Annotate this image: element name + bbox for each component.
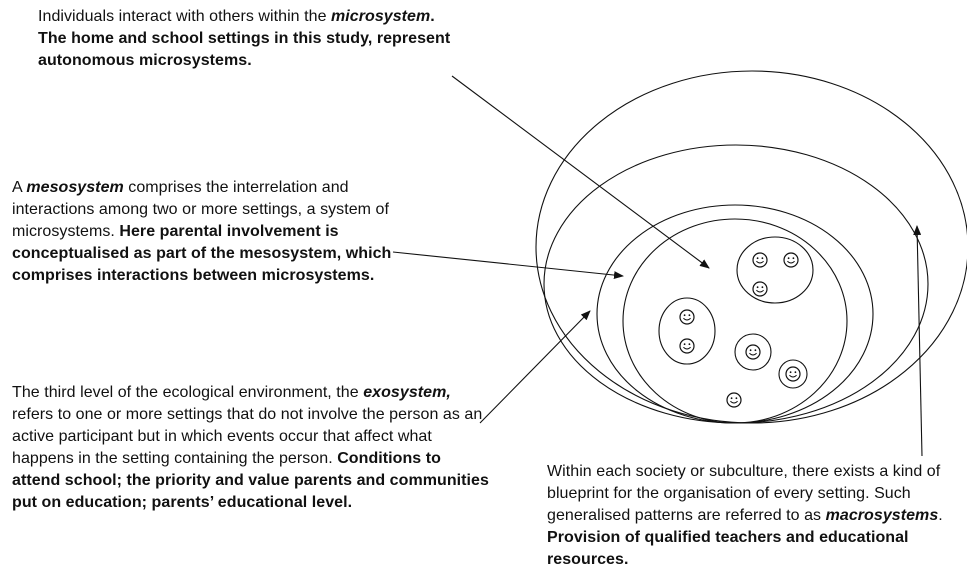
microsystem-bold-text: . The home and school settings in this s… xyxy=(38,8,451,69)
mesosystem-outer-circle xyxy=(596,204,874,424)
macrosystem-arrow xyxy=(913,225,923,457)
smiley-face-icon xyxy=(785,366,801,382)
macrosystem-text: . xyxy=(938,507,943,524)
smiley-face-icon xyxy=(679,309,695,325)
microsystem-cluster-bottom-right xyxy=(778,359,808,389)
mesosystem-bold-text: Here parental involvement is conceptuali… xyxy=(12,223,392,284)
microsystem-cluster-left xyxy=(658,297,716,365)
smiley-face-icon xyxy=(679,338,695,354)
smiley-face-icon xyxy=(752,281,768,297)
microsystem-description: Individuals interact with others within … xyxy=(38,6,458,72)
macrosystem-term: macrosystems xyxy=(825,507,939,524)
mesosystem-text: comprises the interrelation and interact… xyxy=(12,179,389,240)
exosystem-term: exosystem, xyxy=(363,384,451,401)
exosystem-bold-text: Conditions to attend school; the priorit… xyxy=(12,450,489,511)
microsystem-text: Individuals interact with others within … xyxy=(38,8,332,25)
smiley-face-icon xyxy=(783,252,799,268)
mesosystem-text-prefix: A xyxy=(12,179,27,196)
smiley-face-icon xyxy=(752,252,768,268)
macrosystem-bold-text: Provision of qualified teachers and educ… xyxy=(547,529,909,568)
exosystem-text-prefix: The third level of the ecological enviro… xyxy=(12,384,364,401)
smiley-face-icon xyxy=(745,344,761,360)
microsystem-term: microsystem xyxy=(331,8,431,25)
exosystem-arrow xyxy=(479,310,591,424)
macrosystem-description: Within each society or subculture, there… xyxy=(547,461,967,571)
microsystem-arrow xyxy=(451,75,710,269)
smiley-face-icon xyxy=(726,392,742,408)
macrosystem-text-prefix: Within each society or subculture, there… xyxy=(547,463,941,524)
mesosystem-inner-circle xyxy=(622,218,848,424)
microsystem-cluster-center xyxy=(734,333,772,371)
exosystem-description: The third level of the ecological enviro… xyxy=(12,382,492,514)
mesosystem-term: mesosystem xyxy=(26,179,124,196)
mesosystem-arrow xyxy=(392,251,624,280)
mesosystem-description: A mesosystem comprises the interrelation… xyxy=(12,177,392,287)
exosystem-text: refers to one or more settings that do n… xyxy=(12,406,483,467)
exosystem-circle xyxy=(543,144,929,424)
microsystem-cluster-top-right xyxy=(736,236,814,304)
